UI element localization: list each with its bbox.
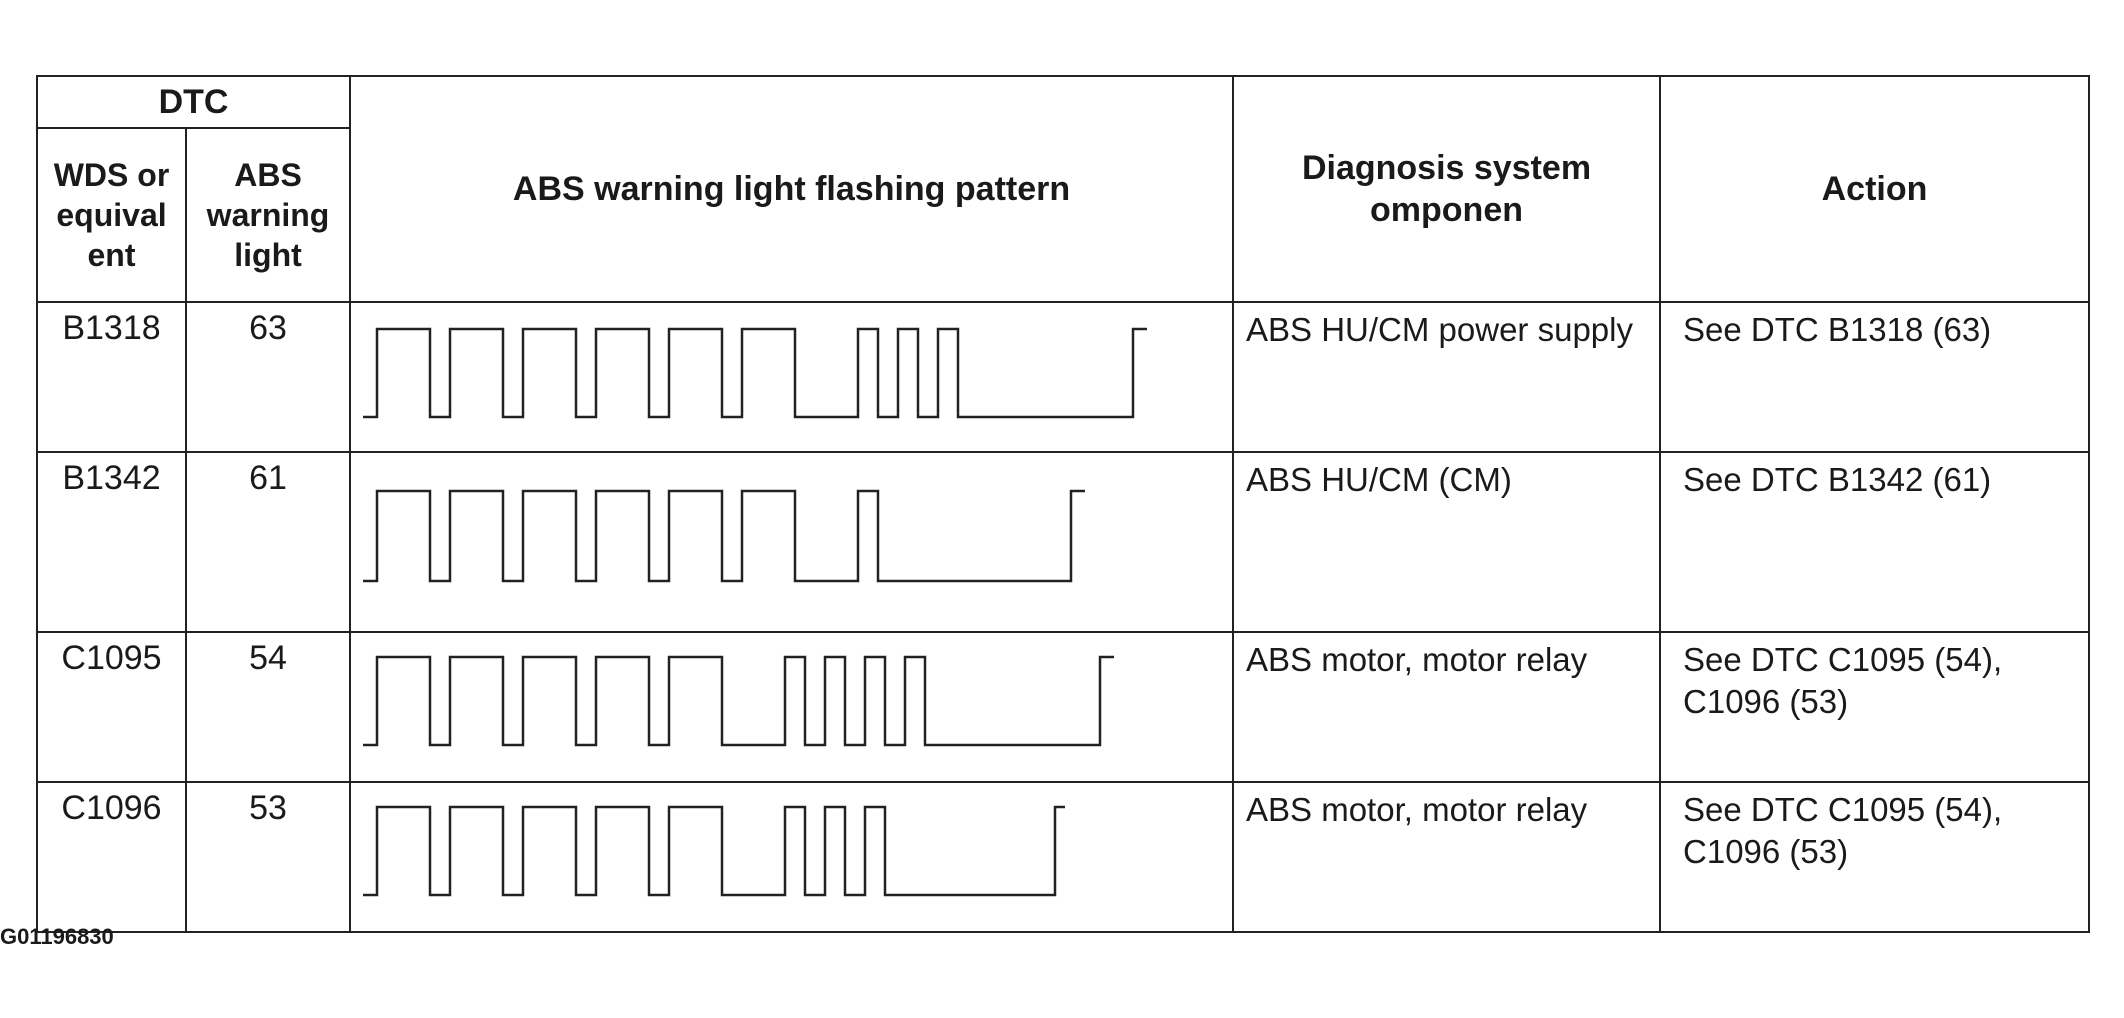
abs-code: 53 — [184, 781, 352, 933]
flash-pattern — [363, 805, 1066, 897]
diagnosis-component: ABS motor, motor relay — [1232, 631, 1662, 783]
wds-code: C1095 — [36, 631, 187, 783]
pattern-header: ABS warning light flashing pattern — [349, 75, 1235, 303]
wds-code: B1342 — [36, 451, 187, 633]
flash-pattern — [363, 327, 1148, 419]
diagnosis-header: Diagnosis system omponen — [1232, 75, 1662, 303]
dtc-header: DTC — [35, 75, 352, 129]
action-text: See DTC B1318 (63) — [1659, 301, 2091, 453]
figure-id: G01196830 — [0, 924, 114, 949]
dtc-table: DTC ABS warning light flashing pattern D… — [35, 75, 2091, 933]
table-row: C1096 53 ABS motor, motor relay See DTC … — [36, 781, 2091, 933]
abs-code: 61 — [184, 451, 352, 633]
action-text: See DTC C1095 (54), C1096 (53) — [1659, 631, 2091, 783]
diagnosis-component: ABS motor, motor relay — [1232, 781, 1662, 933]
abs-header: ABS warning light — [184, 127, 352, 303]
action-text: See DTC C1095 (54), C1096 (53) — [1659, 781, 2091, 933]
flash-waveform — [363, 327, 1148, 419]
table-row: B1318 63 ABS HU/CM power supply See DTC … — [36, 301, 2091, 453]
flash-waveform — [363, 489, 1086, 583]
diagnosis-component: ABS HU/CM (CM) — [1232, 451, 1662, 633]
table-row: C1095 54 ABS motor, motor relay See DTC … — [36, 631, 2091, 783]
flash-pattern — [363, 655, 1115, 747]
abs-code: 54 — [184, 631, 352, 783]
flash-waveform — [363, 805, 1066, 897]
wds-header: WDS or equival ent — [36, 127, 187, 303]
action-text: See DTC B1342 (61) — [1659, 451, 2091, 633]
table-row: B1342 61 ABS HU/CM (CM) See DTC B1342 (6… — [36, 451, 2091, 633]
flash-pattern-cell — [349, 451, 1235, 633]
flash-pattern-cell — [349, 631, 1235, 783]
flash-waveform — [363, 655, 1115, 747]
flash-pattern — [363, 489, 1086, 583]
wds-code: B1318 — [36, 301, 187, 453]
diagnosis-component: ABS HU/CM power supply — [1232, 301, 1662, 453]
flash-pattern-cell — [349, 781, 1235, 933]
action-header: Action — [1659, 75, 2091, 303]
wds-code: C1096 — [36, 781, 187, 933]
abs-code: 63 — [184, 301, 352, 453]
flash-pattern-cell — [349, 301, 1235, 453]
